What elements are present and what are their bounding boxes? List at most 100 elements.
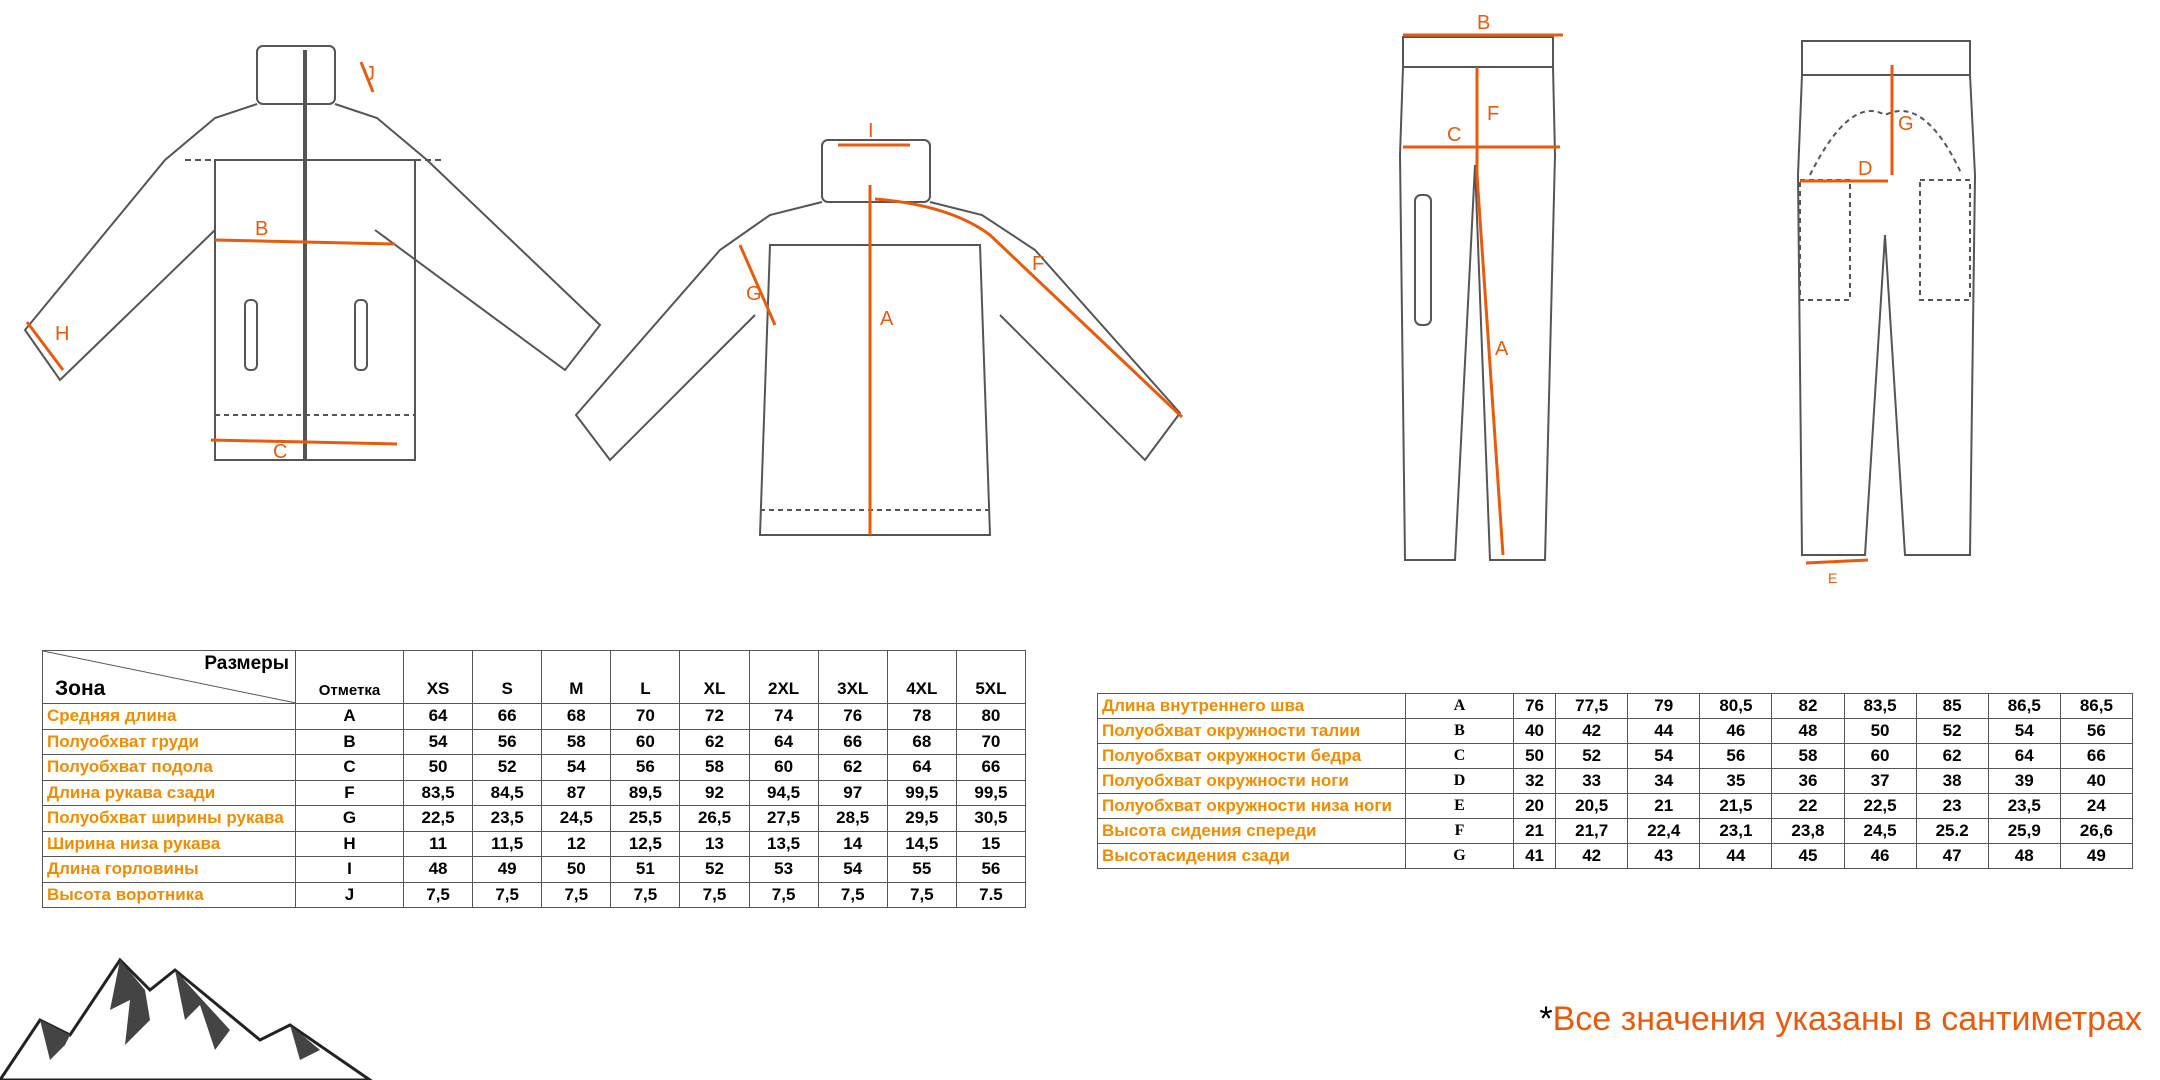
jacket-front-label-j: J [365, 63, 375, 85]
value-cell: 85 [1915, 693, 1989, 719]
value-cell: 21 [1512, 818, 1557, 844]
value-cell: 47 [1915, 843, 1989, 869]
size-header: 4XL [886, 650, 957, 704]
value-cell: 76 [817, 703, 888, 730]
corner-diagonal [43, 651, 296, 703]
value-cell: 11,5 [472, 830, 543, 857]
units-note: *Все значения указаны в сантиметрах [1539, 1000, 2142, 1039]
value-cell: 56 [1699, 743, 1773, 769]
mark-cell: J [295, 881, 404, 908]
value-cell: 99,5 [886, 779, 957, 806]
value-cell: 23 [1915, 793, 1989, 819]
mark-cell: C [295, 754, 404, 781]
jacket-back-label-f: F [1032, 253, 1044, 275]
value-cell: 64 [748, 728, 819, 755]
value-cell: 56 [2059, 718, 2134, 744]
value-cell: 66 [817, 728, 888, 755]
value-cell: 46 [1843, 843, 1917, 869]
zone-cell: Средняя длина [42, 703, 296, 730]
jacket-front-svg: J B H C [23, 45, 602, 463]
value-cell: 12 [541, 830, 612, 857]
value-cell: 13,5 [748, 830, 819, 857]
value-cell: 82 [1771, 693, 1845, 719]
mountain-logo [0, 950, 380, 1080]
pants-back-label-d: D [1858, 158, 1872, 180]
value-cell: 62 [679, 728, 750, 755]
value-cell: 80 [955, 703, 1027, 730]
zone-cell: Длина внутреннего шва [1097, 693, 1406, 719]
jacket-back-label-g: G [746, 283, 762, 305]
value-cell: 7,5 [610, 881, 681, 908]
pants-front-label-b: B [1477, 15, 1490, 34]
size-header: 2XL [748, 650, 819, 704]
value-cell: 38 [1915, 768, 1989, 794]
jacket-size-table: Размеры Зона Отметка XS S M L XL 2XL 3XL… [42, 650, 1027, 908]
mark-cell: D [1405, 768, 1514, 794]
value-cell: 15 [955, 830, 1027, 857]
jacket-table-header-row: Размеры Зона Отметка XS S M L XL 2XL 3XL… [42, 650, 1027, 704]
value-cell: 50 [402, 754, 474, 781]
value-cell: 23,5 [1987, 793, 2061, 819]
value-cell: 54 [817, 856, 888, 883]
pants-back-svg: G D E [1796, 40, 1977, 586]
zone-cell: Длина горловины [42, 856, 296, 883]
value-cell: 45 [1771, 843, 1845, 869]
value-cell: 25,9 [1987, 818, 2061, 844]
value-cell: 83,5 [1843, 693, 1917, 719]
pants-back-diagram: G D E [1790, 35, 2000, 595]
value-cell: 74 [748, 703, 819, 730]
value-cell: 54 [1627, 743, 1701, 769]
value-cell: 92 [679, 779, 750, 806]
size-header: M [541, 650, 612, 704]
pants-front-label-a: A [1495, 338, 1509, 360]
value-cell: 23,8 [1771, 818, 1845, 844]
value-cell: 56 [472, 728, 543, 755]
value-cell: 27,5 [748, 805, 819, 832]
value-cell: 26,6 [2059, 818, 2134, 844]
value-cell: 66 [955, 754, 1027, 781]
value-cell: 70 [955, 728, 1027, 755]
value-cell: 34 [1627, 768, 1701, 794]
size-header: 5XL [955, 650, 1027, 704]
value-cell: 39 [1987, 768, 2061, 794]
mark-cell: H [295, 830, 404, 857]
value-cell: 7,5 [679, 881, 750, 908]
value-cell: 70 [610, 703, 681, 730]
value-cell: 56 [610, 754, 681, 781]
value-cell: 68 [886, 728, 957, 755]
jacket-back-label-a: A [880, 308, 894, 330]
value-cell: 20,5 [1555, 793, 1629, 819]
value-cell: 72 [679, 703, 750, 730]
mark-cell: E [1405, 793, 1514, 819]
corner-zone-label: Зона [55, 677, 106, 700]
value-cell: 43 [1627, 843, 1701, 869]
zone-cell: Ширина низа рукава [42, 830, 296, 857]
value-cell: 7,5 [886, 881, 957, 908]
value-cell: 22 [1771, 793, 1845, 819]
value-cell: 64 [1987, 743, 2061, 769]
zone-cell: Полуобхват ширины рукава [42, 805, 296, 832]
value-cell: 22,5 [1843, 793, 1917, 819]
jacket-front-label-b: B [255, 218, 268, 240]
value-cell: 48 [402, 856, 474, 883]
value-cell: 21 [1627, 793, 1701, 819]
value-cell: 25,5 [610, 805, 681, 832]
value-cell: 40 [1512, 718, 1557, 744]
zone-cell: Высота воротника [42, 881, 296, 908]
value-cell: 49 [472, 856, 543, 883]
value-cell: 30,5 [955, 805, 1027, 832]
value-cell: 12,5 [610, 830, 681, 857]
jacket-front-diagram: J B H C [15, 40, 615, 480]
value-cell: 21,7 [1555, 818, 1629, 844]
value-cell: 24,5 [1843, 818, 1917, 844]
value-cell: 99,5 [955, 779, 1027, 806]
zone-cell: Полуобхват окружности бедра [1097, 743, 1406, 769]
value-cell: 28,5 [817, 805, 888, 832]
value-cell: 48 [1987, 843, 2061, 869]
